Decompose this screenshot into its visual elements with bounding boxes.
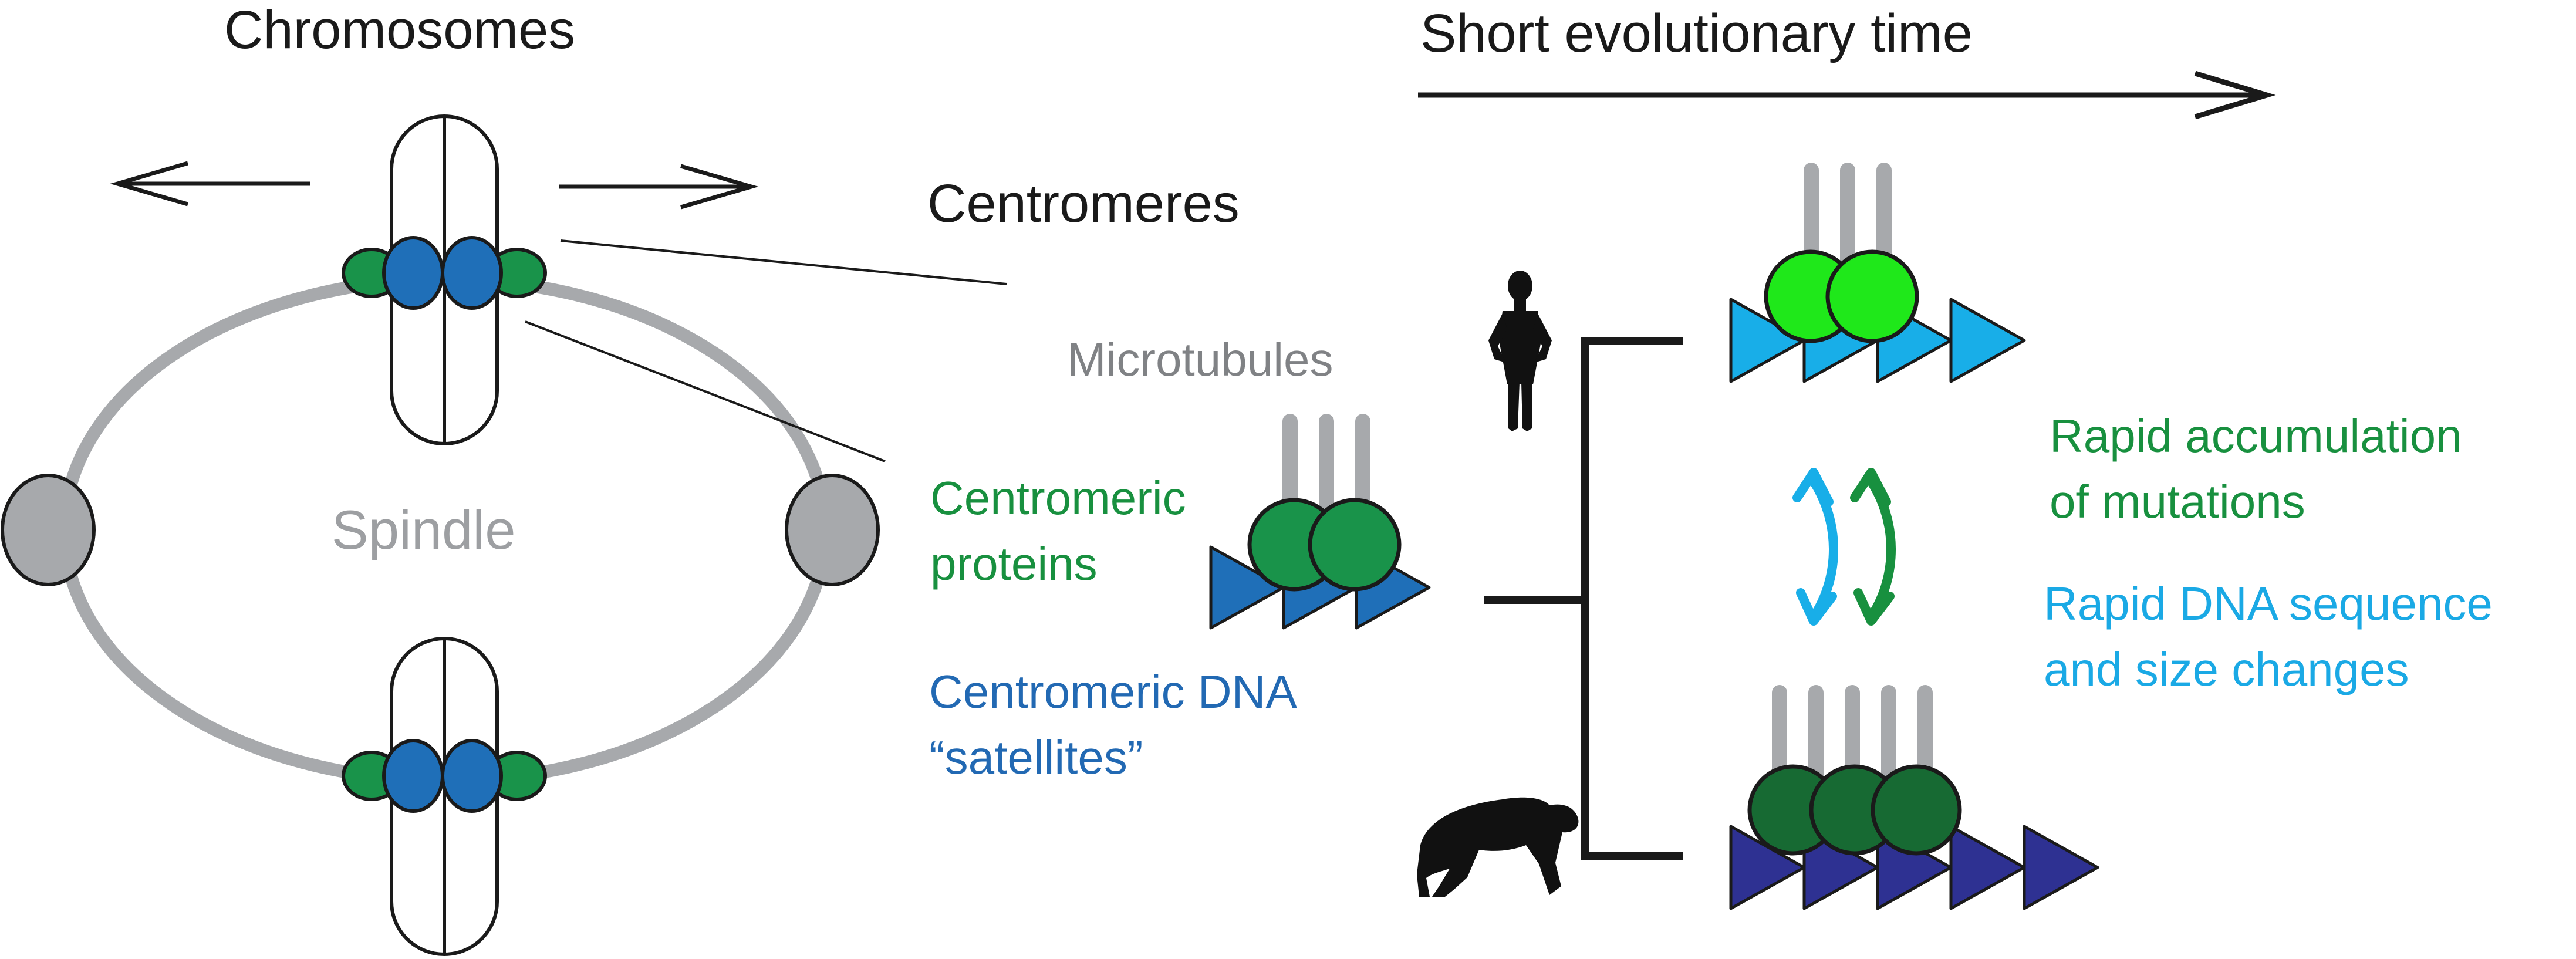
human-centromere xyxy=(1729,163,2026,383)
mutations-label-line1: Rapid accumulation xyxy=(2050,410,2462,462)
spindle-pole-left xyxy=(1,474,96,586)
centromeres-label: Centromeres xyxy=(927,174,1240,234)
coevolution-arrows xyxy=(1792,468,1896,626)
centromeric-proteins-label-line2: proteins xyxy=(930,538,1098,590)
zoom-line-upper xyxy=(560,239,1007,285)
dna-changes-label-line2: and size changes xyxy=(2044,643,2409,695)
centromeric-dna xyxy=(382,739,444,813)
centromeric-dna xyxy=(441,739,503,813)
time-arrowhead xyxy=(2194,70,2276,120)
centromere-closeup: Centromeres Microtubules Centromeric pro… xyxy=(927,174,1431,784)
spindle-pole-right xyxy=(785,474,880,586)
mutations-label-line2: of mutations xyxy=(2050,475,2305,528)
centromeric-dna-label-line2: “satellites” xyxy=(929,731,1143,784)
centromeric-protein xyxy=(1308,498,1402,592)
chimp-centromere xyxy=(1729,685,2099,910)
zoom-line-lower xyxy=(525,320,886,462)
centromeric-protein xyxy=(1825,249,1919,343)
segregation-arrowhead-right xyxy=(680,164,759,210)
chromosome-bottom xyxy=(342,637,547,956)
chromosome-top xyxy=(342,114,547,445)
evolution-comparison: Short evolutionary time xyxy=(1417,4,2493,910)
centromeric-dna-label-line1: Centromeric DNA xyxy=(929,666,1297,718)
centromeric-protein xyxy=(1871,764,1962,856)
phylogeny-tree xyxy=(1484,337,1683,860)
time-label: Short evolutionary time xyxy=(1420,4,1973,63)
human-silhouette-icon xyxy=(1488,271,1552,431)
chimpanzee-silhouette-icon xyxy=(1417,797,1579,897)
segregation-arrowhead-left xyxy=(110,161,188,207)
centromeric-proteins-label-line1: Centromeric xyxy=(930,472,1186,524)
microtubules-label: Microtubules xyxy=(1067,333,1333,386)
centromeric-dna xyxy=(382,236,444,310)
satellite-dna-array xyxy=(1729,825,2099,910)
spindle-diagram: Chromosomes Spindle xyxy=(1,0,1007,956)
dna-changes-label-line1: Rapid DNA sequence xyxy=(2044,578,2493,630)
centromeric-dna xyxy=(441,236,503,310)
spindle-label: Spindle xyxy=(332,499,516,560)
chromosomes-label: Chromosomes xyxy=(224,0,575,60)
